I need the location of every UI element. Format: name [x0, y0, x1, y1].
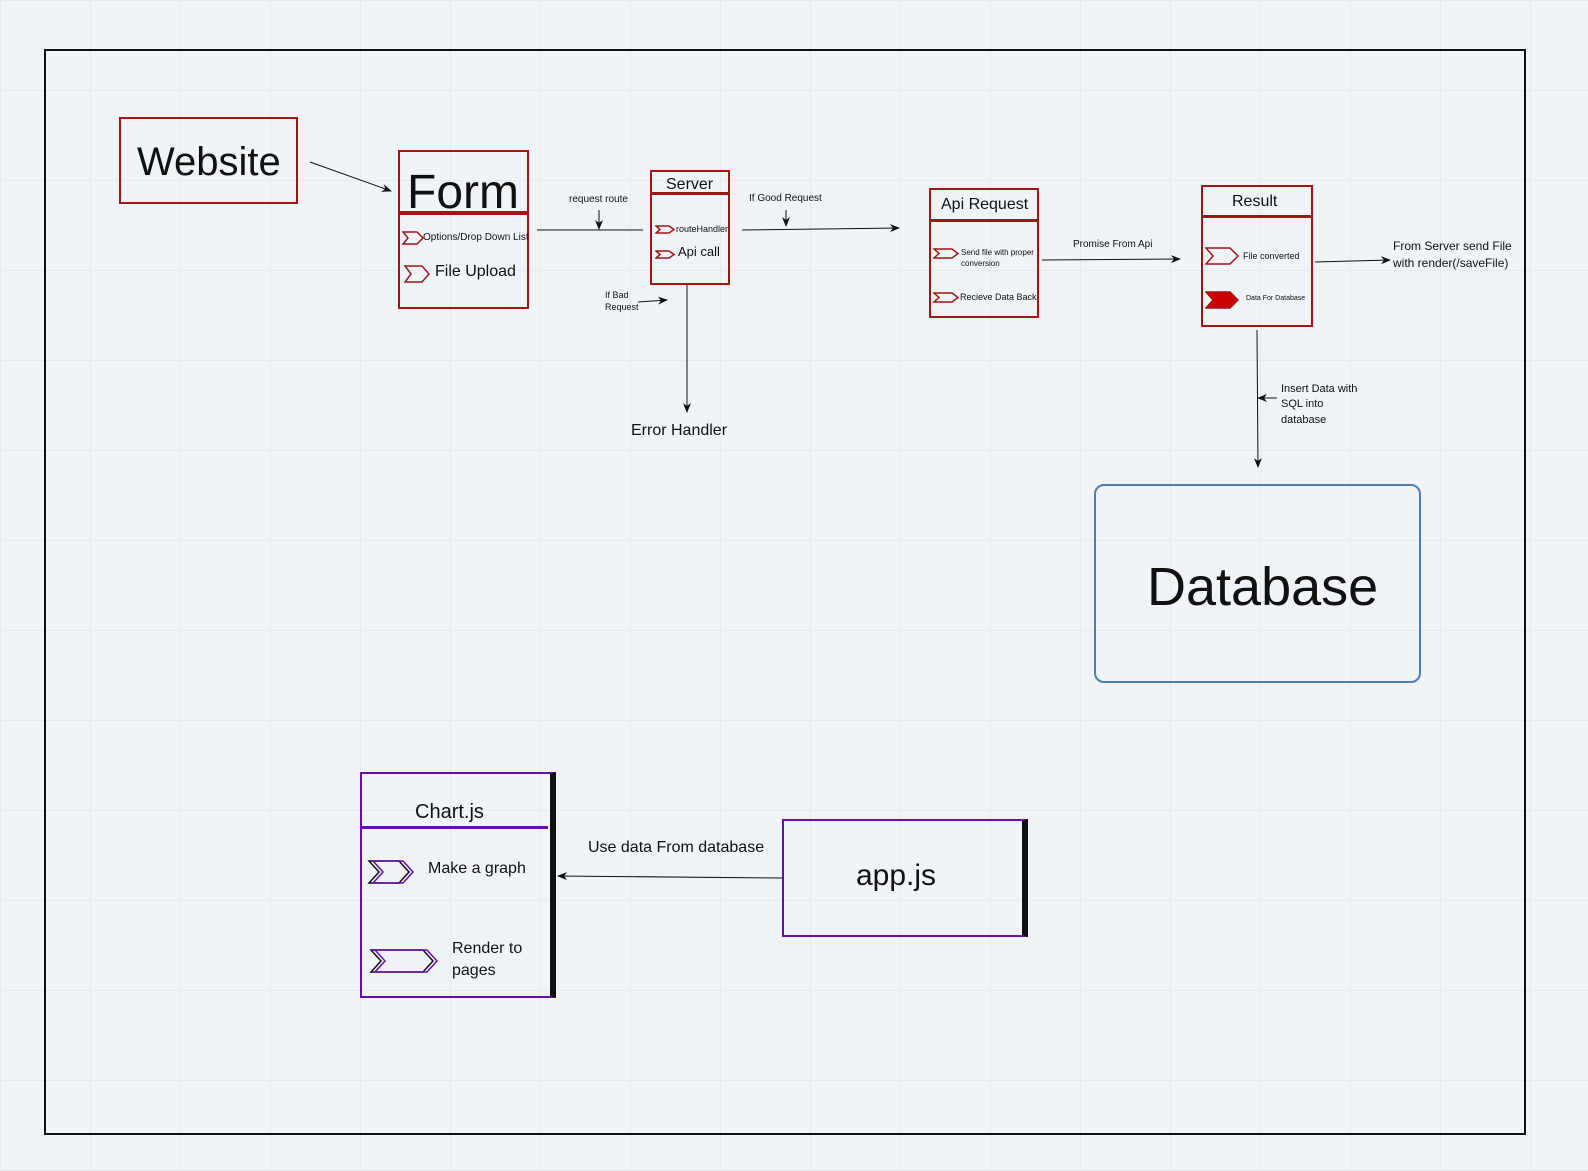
website-node[interactable]: Website [119, 117, 298, 204]
edge-label-use-data: Use data From database [588, 839, 765, 856]
chartjs-item-make-graph: Make a graph [428, 860, 526, 877]
server-item-route-handler: routeHandler [676, 224, 729, 234]
server-title: Server [666, 176, 714, 193]
api-request-item-recieve: Recieve Data Back [960, 292, 1037, 302]
diagram-frame [44, 49, 1526, 1135]
chartjs-divider [362, 826, 548, 829]
edge-label-insert-data: Insert Data with SQL into database [1281, 383, 1358, 426]
chevron-tag-icon [655, 250, 675, 259]
form-item-file-upload: File Upload [435, 263, 516, 280]
form-node[interactable]: Form Options/Drop Down List File Upload [398, 150, 529, 309]
result-item-data-for-database: Data For Database [1246, 295, 1306, 302]
edge-label-promise: Promise From Api [1073, 239, 1153, 250]
server-divider [652, 192, 728, 195]
form-divider [400, 211, 527, 215]
api-request-title: Api Request [941, 196, 1029, 213]
api-request-node[interactable]: Api Request Send file with proper conver… [929, 188, 1039, 318]
appjs-label: app.js [856, 859, 937, 892]
database-node[interactable]: Database [1094, 484, 1421, 683]
edge-label-request-route: request route [569, 194, 628, 205]
chevron-tag-icon [933, 292, 959, 303]
double-chevron-tag-icon [369, 949, 439, 973]
database-label: Database [1147, 557, 1379, 617]
chevron-tag-icon [655, 225, 675, 234]
server-item-api-call: Api call [678, 244, 720, 259]
double-chevron-tag-icon [367, 860, 415, 884]
result-node[interactable]: Result File converted Data For Database [1201, 185, 1313, 327]
api-request-divider [931, 219, 1037, 222]
edge-label-bad-request: If Bad Request [605, 290, 639, 312]
result-item-file-converted: File converted [1243, 251, 1300, 261]
server-node[interactable]: Server routeHandler Api call [650, 170, 730, 285]
chevron-tag-icon [402, 231, 424, 245]
chartjs-item-render-pages: Render to pages [452, 940, 523, 979]
edge-label-send-file: From Server send File with render(/saveF… [1393, 239, 1512, 270]
form-item-options: Options/Drop Down List [423, 232, 529, 243]
error-handler-label[interactable]: Error Handler [631, 422, 728, 439]
chartjs-title: Chart.js [415, 801, 484, 823]
appjs-node[interactable]: app.js [782, 819, 1028, 937]
chevron-tag-icon [404, 265, 430, 283]
result-divider [1203, 215, 1311, 218]
result-title: Result [1232, 193, 1278, 210]
chevron-tag-icon [933, 248, 959, 259]
form-title: Form [407, 166, 519, 219]
edge-label-good-request: If Good Request [749, 193, 822, 204]
website-label: Website [137, 140, 281, 184]
api-request-item-send-file: Send file with proper conversion [961, 248, 1034, 269]
chevron-tag-filled-icon [1205, 291, 1239, 309]
chevron-tag-icon [1205, 247, 1239, 265]
chartjs-node[interactable]: Chart.js Make a graph Render to pages [360, 772, 556, 998]
